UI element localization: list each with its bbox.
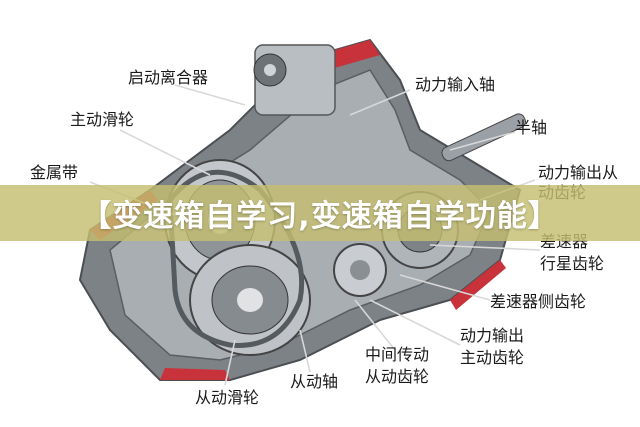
label-planet-gear: 行星齿轮 (540, 254, 605, 273)
label-drive-pulley: 主动滑轮 (70, 110, 135, 129)
banner-title: 【变速箱自学习,变速箱自学功能】 (81, 199, 559, 234)
title-banner: 【变速箱自学习,变速箱自学功能】 (0, 185, 640, 241)
label-input-shaft: 动力输入轴 (415, 75, 496, 94)
clutch-housing (253, 44, 336, 116)
label-metal-belt: 金属带 (30, 163, 79, 182)
label-clutch: 启动离合器 (128, 68, 209, 87)
label-half-shaft: 半轴 (515, 118, 548, 137)
label-output-drive: 动力输出 (460, 326, 525, 345)
label-driven-shaft: 从动轴 (290, 372, 339, 391)
label-diff-side-gear: 差速器侧齿轮 (490, 292, 587, 311)
metal-belt (167, 169, 305, 348)
label-intermediate: 中间传动 (365, 345, 430, 364)
driven-pulley (189, 244, 311, 356)
half-shaft (441, 113, 527, 162)
label-driven-pulley: 从动滑轮 (195, 388, 260, 407)
label-intermediate-driven-gear: 从动齿轮 (365, 367, 430, 386)
label-output-drive-gear: 主动齿轮 (460, 348, 525, 367)
